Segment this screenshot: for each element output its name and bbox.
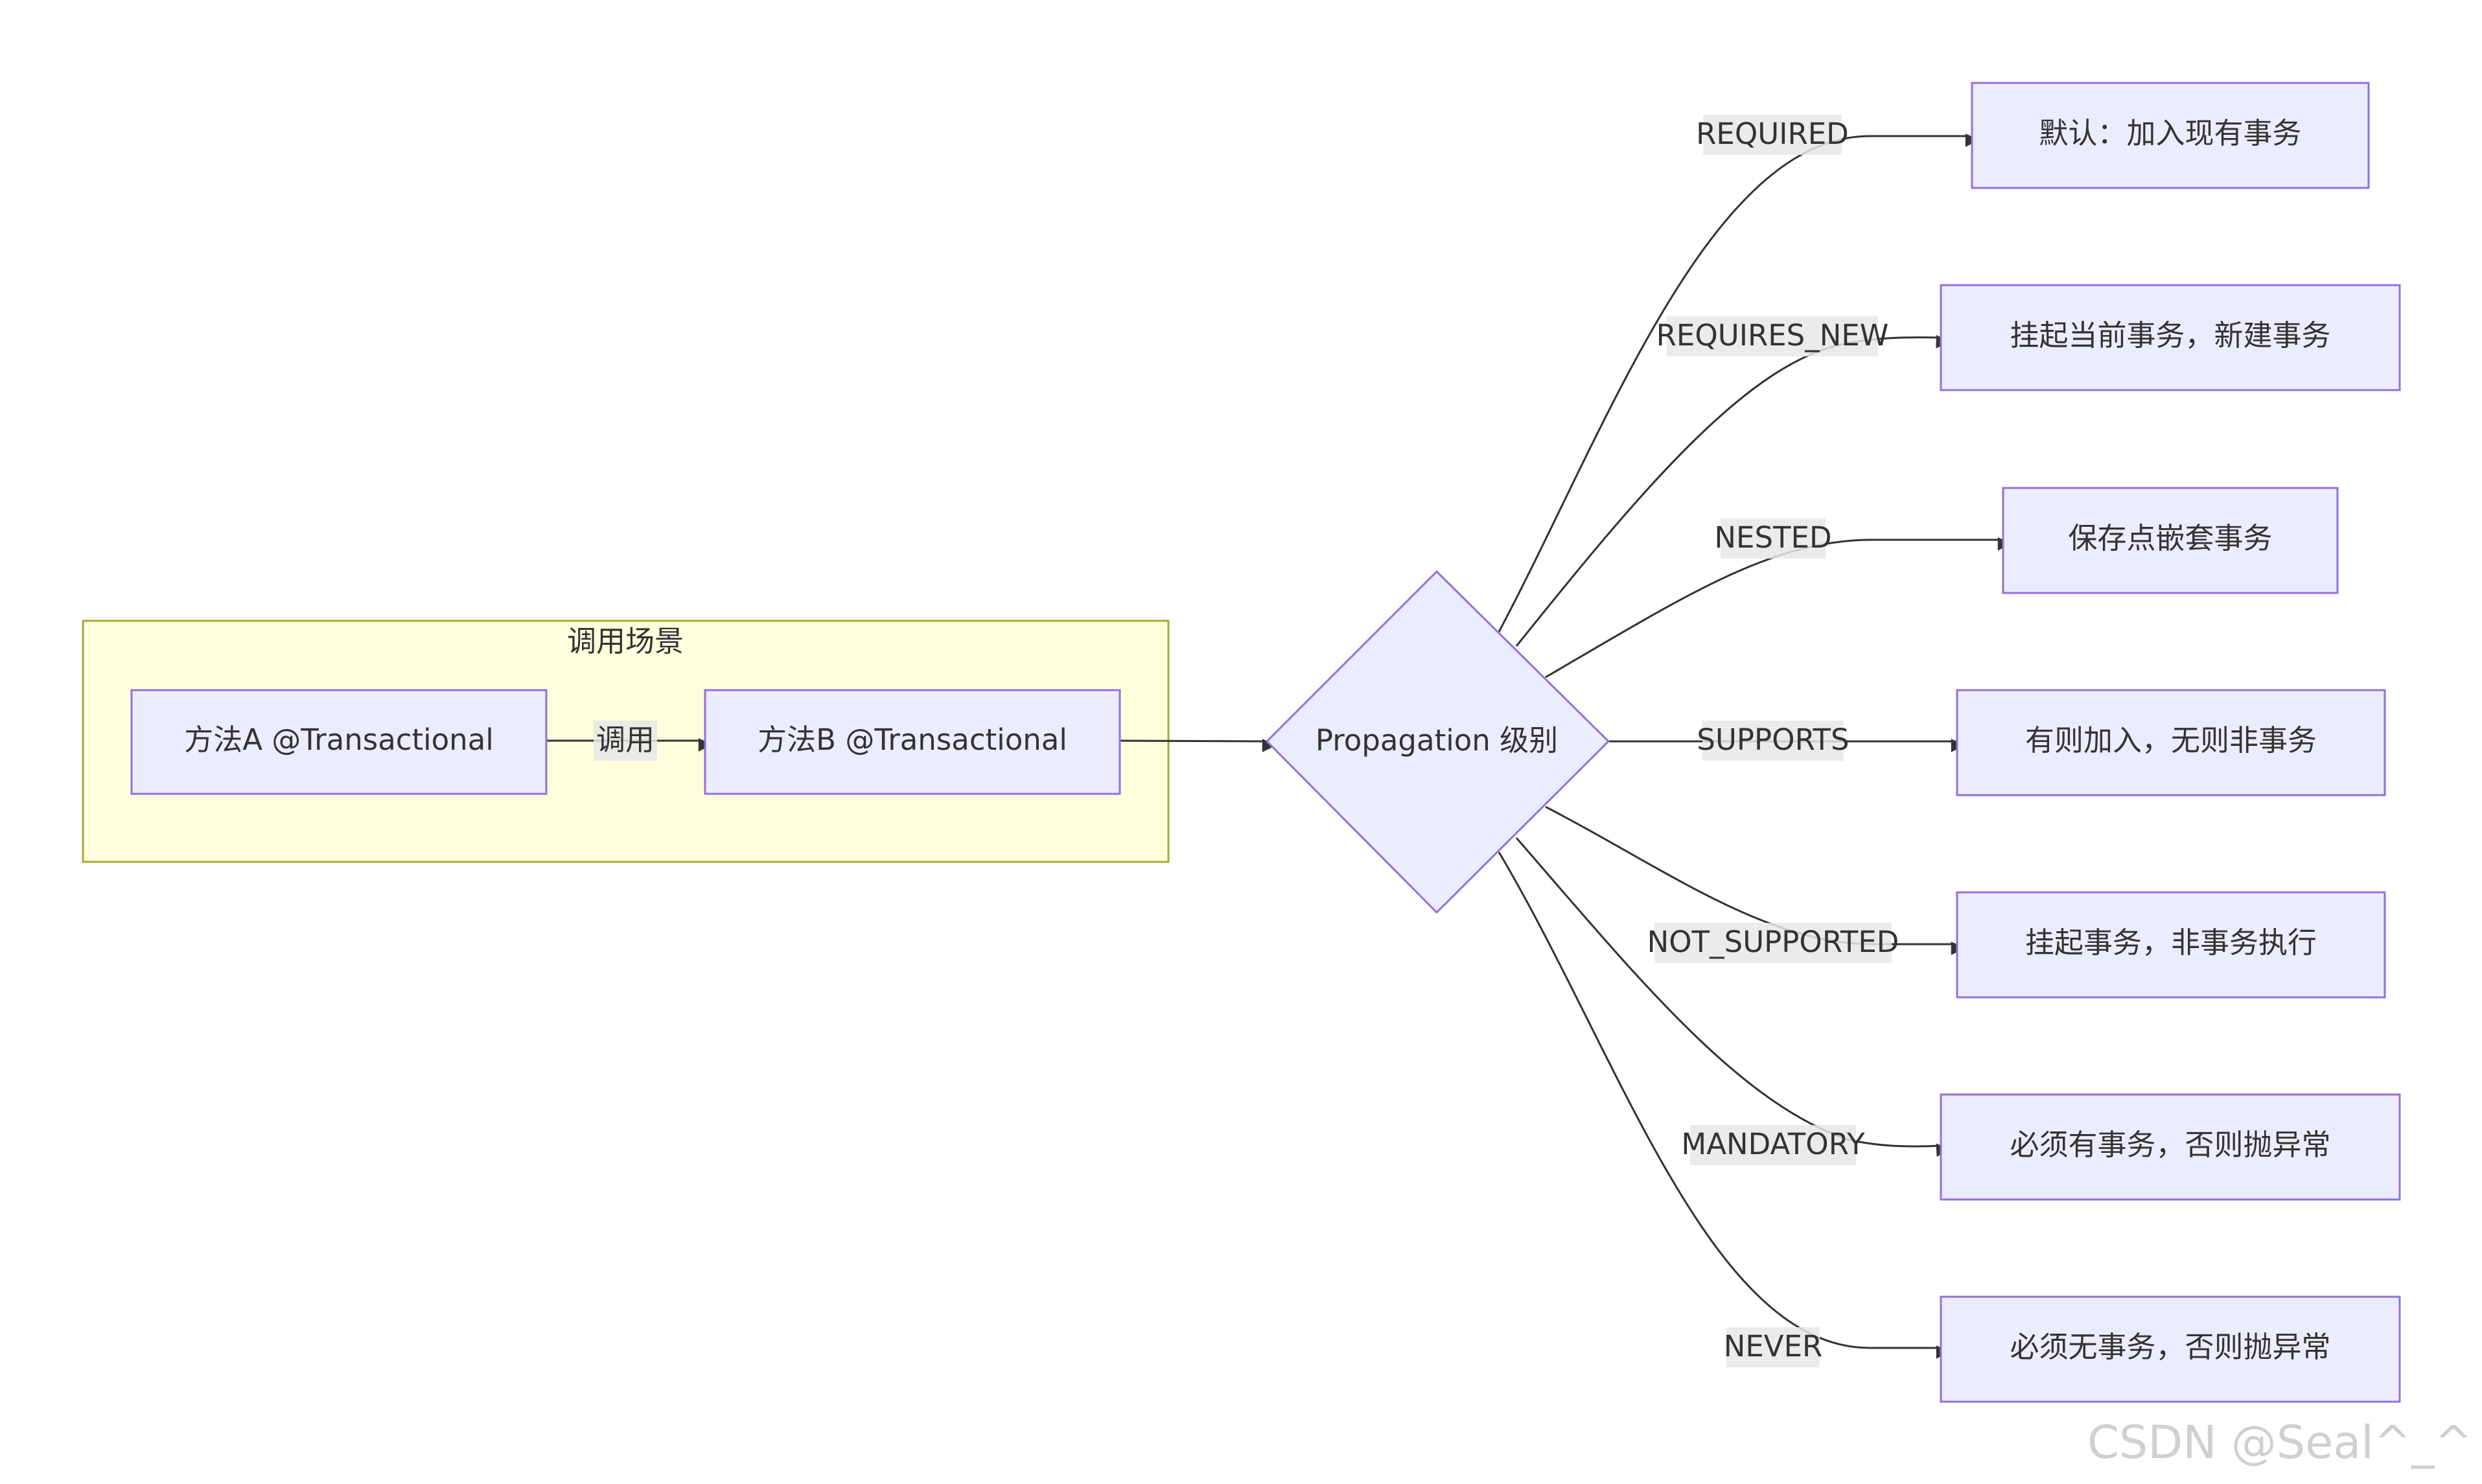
node-nested: 保存点嵌套事务: [2002, 487, 2339, 594]
edge-label-call: 调用: [594, 721, 657, 761]
svg-text:REQUIRED: REQUIRED: [1696, 117, 1849, 151]
edge-label-mandatory: MANDATORY: [1681, 1125, 1865, 1165]
edge-label-nested: NESTED: [1714, 518, 1832, 559]
node-supports: 有则加入，无则非事务: [1956, 689, 2386, 796]
watermark: CSDN @Seal^_^: [2087, 1416, 2472, 1469]
svg-text:NEVER: NEVER: [1724, 1329, 1823, 1363]
edge-requires-new: [1515, 334, 1950, 647]
node-mandatory: 必须有事务，否则抛异常: [1940, 1093, 2401, 1201]
svg-text:必须有事务，否则抛异常: 必须有事务，否则抛异常: [2010, 1128, 2330, 1162]
edge-labels: 调用 REQUIRED REQUIRES_NEW NESTED SUPPORTS…: [594, 115, 1899, 1367]
svg-text:方法A @Transactional: 方法A @Transactional: [184, 723, 494, 757]
node-propagation-decision: Propagation 级别: [1265, 570, 1610, 914]
node-requires-new: 挂起当前事务，新建事务: [1940, 284, 2401, 391]
subgraph-title: 调用场景: [567, 624, 684, 658]
node-never: 必须无事务，否则抛异常: [1940, 1295, 2401, 1403]
node-method-b: 方法B @Transactional: [704, 689, 1121, 795]
svg-text:有则加入，无则非事务: 有则加入，无则非事务: [2025, 723, 2317, 758]
edge-mandatory: [1515, 837, 1950, 1157]
svg-text:挂起当前事务，新建事务: 挂起当前事务，新建事务: [2010, 318, 2330, 353]
svg-text:NESTED: NESTED: [1714, 520, 1831, 555]
edge-label-supports: SUPPORTS: [1697, 721, 1850, 761]
edge-label-never: NEVER: [1724, 1327, 1823, 1367]
svg-text:方法B @Transactional: 方法B @Transactional: [758, 723, 1067, 757]
svg-text:MANDATORY: MANDATORY: [1681, 1127, 1865, 1161]
svg-text:默认：加入现有事务: 默认：加入现有事务: [2039, 116, 2301, 150]
svg-text:SUPPORTS: SUPPORTS: [1697, 723, 1849, 757]
node-not-supported: 挂起事务，非事务执行: [1956, 891, 2386, 999]
svg-text:Propagation 级别: Propagation 级别: [1316, 723, 1558, 758]
nodes: 方法A @Transactional 方法B @Transactional Pr…: [130, 82, 2401, 1403]
svg-text:NOT_SUPPORTED: NOT_SUPPORTED: [1647, 925, 1899, 959]
edge-nested: [1545, 537, 2012, 678]
node-method-a: 方法A @Transactional: [130, 689, 548, 795]
svg-text:保存点嵌套事务: 保存点嵌套事务: [2068, 521, 2272, 555]
edge-label-required: REQUIRED: [1696, 115, 1849, 155]
svg-text:调用: 调用: [596, 723, 655, 757]
edge-label-requires-new: REQUIRES_NEW: [1656, 316, 1889, 356]
svg-text:挂起事务，非事务执行: 挂起事务，非事务执行: [2025, 925, 2317, 960]
svg-text:REQUIRES_NEW: REQUIRES_NEW: [1656, 318, 1889, 353]
svg-text:必须无事务，否则抛异常: 必须无事务，否则抛异常: [2010, 1330, 2330, 1364]
edge-label-not-supported: NOT_SUPPORTED: [1647, 923, 1899, 963]
node-required: 默认：加入现有事务: [1971, 82, 2370, 189]
